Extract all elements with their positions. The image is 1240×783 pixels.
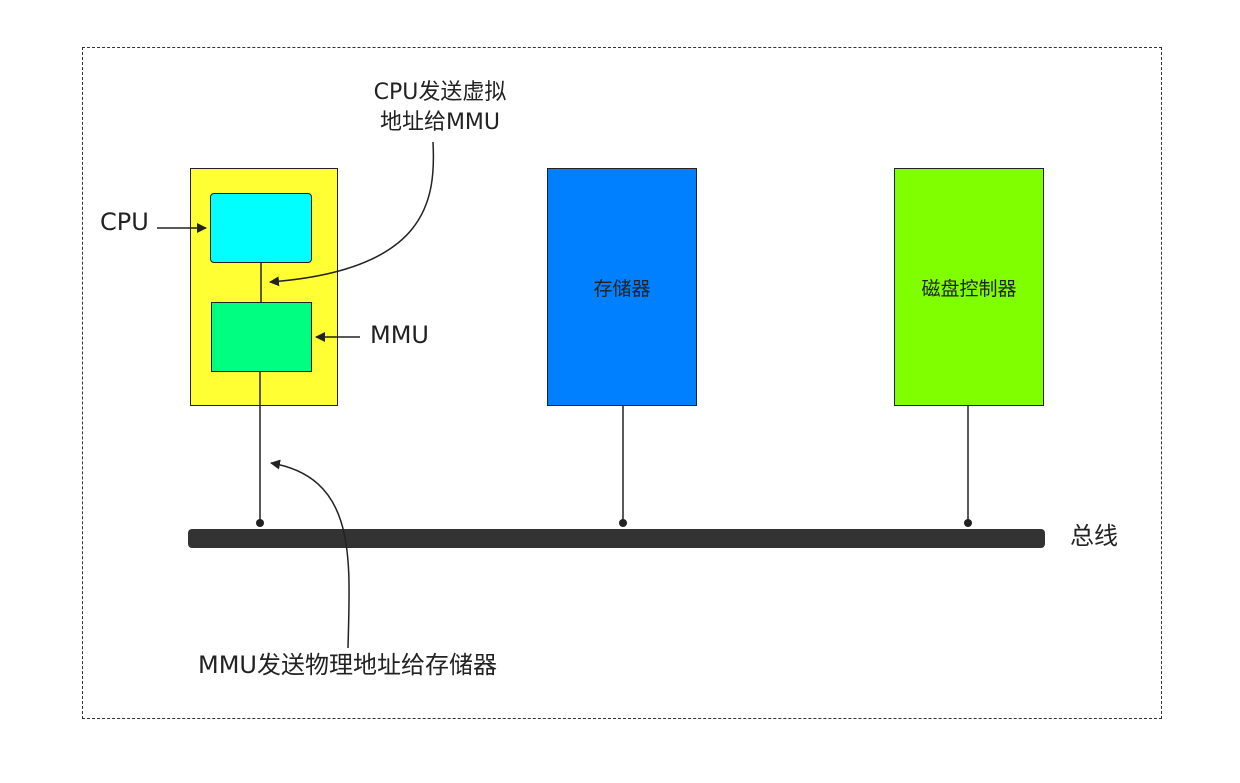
mmu-label: MMU [370,321,429,349]
physical-address-arrow [270,459,350,649]
disk-bus-junction [964,519,972,527]
cpu-label: CPU [100,208,149,236]
dashed-frame [82,47,1162,719]
system-bus [188,529,1045,548]
memory-bus-junction [619,519,627,527]
bus-label: 总线 [1070,522,1118,550]
memory-label: 存储器 [593,277,651,300]
disk-controller-label: 磁盘控制器 [921,277,1017,300]
cpu-core-box [210,193,312,263]
virtual-address-arrow [269,141,435,287]
virtual-address-annotation: CPU发送虚拟 地址给MMU [340,78,540,139]
virtual-address-annotation-line-1: CPU发送虚拟 [373,80,507,105]
memory-box: 存储器 [547,168,697,406]
virtual-address-annotation-line-2: 地址给MMU [379,110,501,136]
mmu-bus-junction [256,519,264,527]
mmu-core-box [211,302,312,372]
disk-controller-box: 磁盘控制器 [894,168,1044,406]
physical-address-annotation: MMU发送物理地址给存储器 [198,651,497,679]
